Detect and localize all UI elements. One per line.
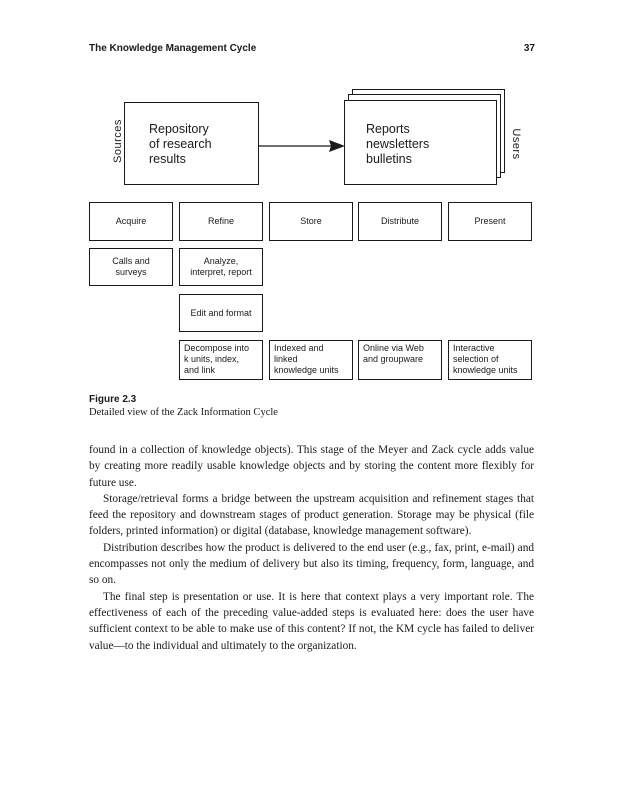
paragraph-4: The final step is presentation or use. I… xyxy=(89,590,534,652)
stage-refine: Refine xyxy=(179,202,263,241)
stage-present: Present xyxy=(448,202,532,241)
paragraph-2: Storage/retrieval forms a bridge between… xyxy=(89,492,534,538)
repository-text: Repository of research results xyxy=(149,122,212,166)
sources-label: Sources xyxy=(112,119,124,163)
detail-decompose: Decompose into k units, index, and link xyxy=(179,340,263,380)
stage-distribute: Distribute xyxy=(358,202,442,241)
arrow-repository-to-reports xyxy=(259,140,345,152)
paragraph-1: found in a collection of knowledge objec… xyxy=(89,444,534,489)
detail-edit-format: Edit and format xyxy=(179,294,263,332)
users-label: Users xyxy=(510,128,522,160)
reports-box: Reports newsletters bulletins xyxy=(344,100,497,185)
detail-calls-surveys: Calls and surveys xyxy=(89,248,173,286)
paragraph-3: Distribution describes how the product i… xyxy=(89,541,534,587)
page-number: 37 xyxy=(523,43,535,54)
figure-label: Figure 2.3 xyxy=(89,394,137,405)
repository-box: Repository of research results xyxy=(124,102,259,185)
detail-online-web: Online via Web and groupware xyxy=(358,340,442,380)
running-header-title: The Knowledge Management Cycle xyxy=(89,43,257,54)
detail-analyze-interpret: Analyze, interpret, report xyxy=(179,248,263,286)
stage-store: Store xyxy=(269,202,353,241)
figure-caption: Detailed view of the Zack Information Cy… xyxy=(89,407,278,418)
body-text: found in a collection of knowledge objec… xyxy=(89,442,534,654)
reports-text: Reports newsletters bulletins xyxy=(366,122,430,166)
detail-indexed-linked: Indexed and linked knowledge units xyxy=(269,340,353,380)
stage-acquire: Acquire xyxy=(89,202,173,241)
detail-interactive-selection: Interactive selection of knowledge units xyxy=(448,340,532,380)
